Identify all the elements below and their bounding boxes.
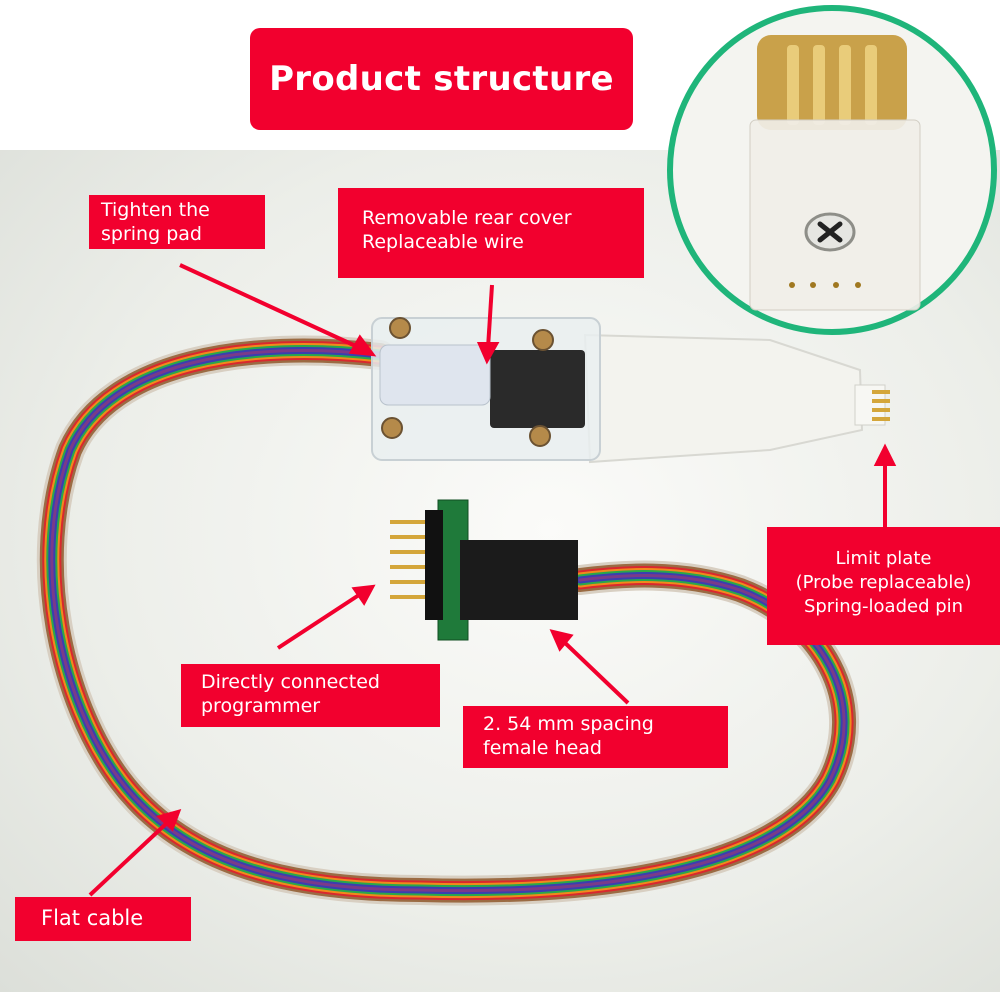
acrylic-housing [371,317,601,461]
probe-pins [872,390,890,421]
probe-body [583,333,890,464]
label-flat-cable: Flat cable [15,897,191,941]
label-programmer: Directly connected programmer [181,664,440,727]
pin-header [390,499,578,641]
label-limit-plate: Limit plate (Probe replaceable) Spring-l… [767,527,1000,645]
label-rear-cover: Removable rear cover Replaceable wire [338,188,644,278]
inset-closeup [667,5,997,335]
screw-heads [381,317,554,447]
label-female-head: 2. 54 mm spacing female head [463,706,728,768]
label-spring-pad: Tighten the spring pad [89,195,265,249]
callout-arrows [88,263,897,897]
page-title: Product structure [250,28,633,130]
